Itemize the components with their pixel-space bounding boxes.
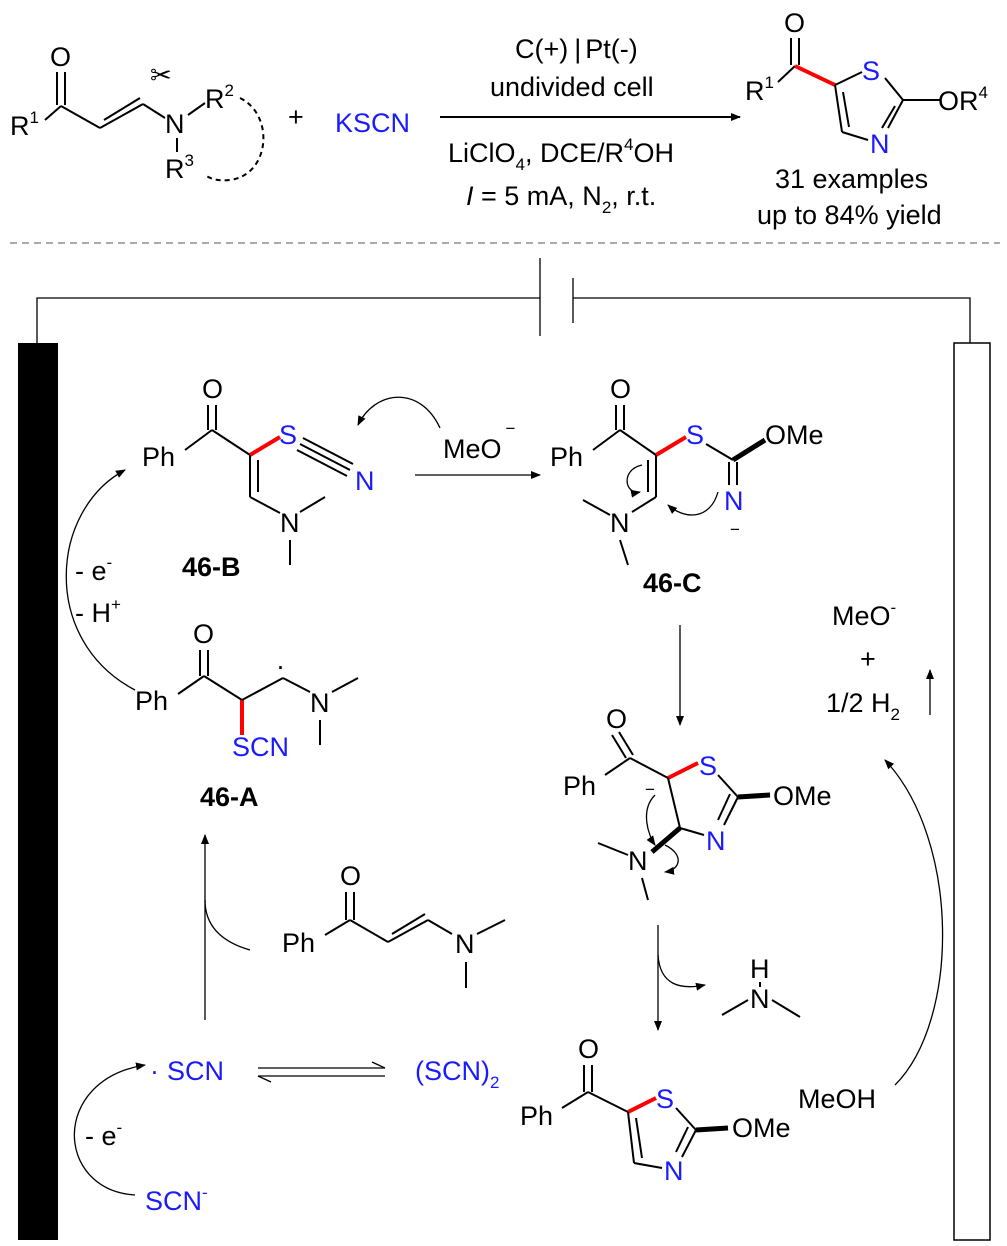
atom-n: N — [724, 486, 744, 516]
phenyl: Ph — [563, 771, 596, 801]
atom-n: N — [706, 826, 726, 856]
atom-n: N — [355, 466, 375, 496]
charge: − — [730, 520, 740, 539]
thiocyanogen: (SCN)2 — [415, 1056, 499, 1092]
reduction-arrow — [884, 759, 944, 1086]
atom-s: S — [699, 751, 717, 781]
elimination-arrow — [657, 954, 706, 991]
intermediate-46-C: O Ph S OMe N − N 46-C — [550, 374, 824, 598]
atom-n: N — [455, 929, 475, 959]
or4: OR4 — [938, 83, 988, 116]
scissors-icon: ✂ — [150, 60, 172, 90]
phenyl: Ph — [520, 1101, 553, 1131]
label-46-A: 46-A — [200, 782, 259, 812]
deprotonation: - H+ — [75, 595, 121, 628]
reagent-kscn: KSCN — [335, 108, 410, 138]
atom-n: N — [628, 846, 648, 876]
oxidation-electron: - e- — [75, 553, 112, 586]
final-product: O Ph S OMe N — [520, 1034, 791, 1186]
product-thiazole: O R1 S OR4 N 31 examples up to 84% yield — [745, 8, 988, 230]
oxidation-arrow — [65, 469, 136, 691]
atom-n: N — [750, 984, 770, 1014]
r1: R1 — [10, 108, 39, 141]
atom-n: N — [664, 1156, 684, 1186]
enaminone-substrate: O Ph N — [282, 861, 506, 988]
anode-electrode — [18, 343, 58, 1240]
phenyl: Ph — [550, 442, 583, 472]
r1: R1 — [745, 73, 774, 106]
conditions-reagents: LiClO4, DCE/R4OH — [448, 135, 674, 174]
atom-o: O — [578, 1034, 599, 1064]
conditions-current: I = 5 mA, N2, r.t. — [466, 181, 656, 217]
equilibrium-arrows — [257, 1061, 386, 1083]
atom-o: O — [606, 704, 627, 734]
conditions-electrodes: C(+)|Pt(-) — [515, 34, 638, 64]
circuit-wires — [36, 258, 971, 343]
atom-o: O — [610, 374, 631, 404]
intermediate-46-A: O Ph SCN · N 46-A — [135, 619, 359, 812]
atom-s: S — [279, 420, 297, 450]
phenyl: Ph — [282, 928, 315, 958]
atom-o: O — [340, 861, 361, 891]
methoxide-product: MeO- — [832, 598, 896, 631]
methoxy: OMe — [773, 781, 832, 811]
examples-count: 31 examples — [775, 164, 928, 194]
yield-text: up to 84% yield — [757, 200, 942, 230]
methoxy: OMe — [732, 1113, 791, 1143]
label-46-B: 46-B — [182, 552, 241, 582]
cathode-electrode — [953, 342, 991, 1241]
intermediate-46-B: O Ph S N N 46-B — [142, 374, 375, 582]
conditions-cell: undivided cell — [490, 72, 654, 102]
curved-arrow — [357, 396, 441, 429]
anodic-oxidation: - e- — [85, 1118, 122, 1151]
atom-n: N — [165, 109, 185, 139]
plus-sign: + — [288, 102, 304, 132]
atom-n: N — [310, 688, 330, 718]
atom-s: S — [656, 1084, 674, 1114]
label-46-C: 46-C — [643, 568, 702, 598]
r2: R2 — [205, 81, 234, 114]
methoxide: MeO− — [443, 419, 516, 464]
atom-o: O — [193, 619, 214, 649]
anion-oxidation-arrow — [73, 1062, 146, 1196]
atom-n: N — [280, 508, 300, 538]
atom-n: N — [610, 508, 630, 538]
starting-enaminone: O R1 ✂ N R2 R3 — [10, 42, 265, 184]
merge-curve — [204, 899, 251, 951]
radical-dot: · — [276, 651, 285, 681]
r3: R3 — [165, 151, 194, 184]
atom-n: N — [870, 129, 890, 159]
phenyl: Ph — [142, 442, 175, 472]
phenyl: Ph — [135, 686, 168, 716]
dimethylamine: H N — [721, 954, 801, 1018]
methanol: MeOH — [798, 1084, 876, 1114]
hydrogen: 1/2 H2 — [826, 688, 900, 724]
plus-sign: + — [860, 644, 876, 674]
thiocyanate-group: SCN — [232, 732, 289, 762]
thiocyanate-anion: SCN- — [145, 1183, 208, 1216]
atom-s: S — [686, 420, 704, 450]
atom-o: O — [202, 374, 223, 404]
charge: − — [645, 780, 655, 799]
atom-h: H — [750, 954, 770, 984]
methoxy: OMe — [765, 420, 824, 450]
atom-s: S — [862, 56, 880, 86]
atom-o: O — [784, 8, 805, 38]
atom-o: O — [50, 42, 71, 72]
intermediate-thiazoline: O Ph S OMe N − N — [563, 704, 832, 901]
thiocyanate-radical: ·SCN — [150, 1056, 224, 1086]
